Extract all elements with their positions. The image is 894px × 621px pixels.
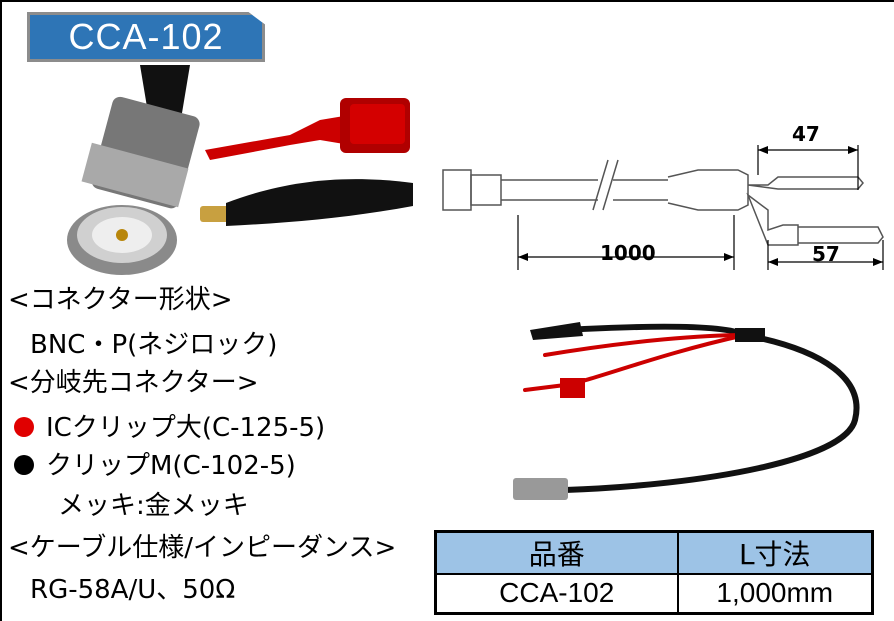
branch-item-ic-clip: ICクリップ大(C-125-5) [14,415,325,441]
dimension-drawing [442,145,884,270]
cell-part-number: CCA-102 [434,573,679,614]
cell-length: 1,000mm [676,573,874,614]
model-badge: CCA-102 [27,12,265,62]
connector-heading: <コネクター形状> [8,285,233,315]
cable-assembly-photo [513,322,860,500]
branch-item-label: ICクリップ大(C-125-5) [46,413,326,443]
dim-clip-small-label: 47 [792,122,820,146]
black-dot-icon [14,455,34,475]
black-clip-photo [200,179,413,226]
branch-item-clip-m: クリップM(C-102-5) [14,453,296,479]
dim-total-label: 1000 [600,241,656,265]
red-dot-icon [14,417,34,437]
red-ic-clip-photo [205,98,410,160]
cable-value: RG-58A/U、50Ω [30,575,236,605]
connector-value: BNC・P(ネジロック) [30,330,278,360]
branch-item-label: クリップM(C-102-5) [46,451,296,481]
header-part-number: 品番 [434,530,679,575]
branch-heading: <分岐先コネクター> [8,368,259,398]
table-header-row: 品番 L寸法 [434,530,874,575]
plating-text: メッキ:金メッキ [58,491,249,521]
spec-table: 品番 L寸法 CCA-102 1,000mm [434,530,874,615]
dim-clip-large-label: 57 [812,242,840,266]
header-length: L寸法 [676,530,874,575]
bnc-connector-photo [67,65,200,275]
table-row: CCA-102 1,000mm [434,573,874,614]
cable-heading: <ケーブル仕様/インピーダンス> [8,533,397,563]
